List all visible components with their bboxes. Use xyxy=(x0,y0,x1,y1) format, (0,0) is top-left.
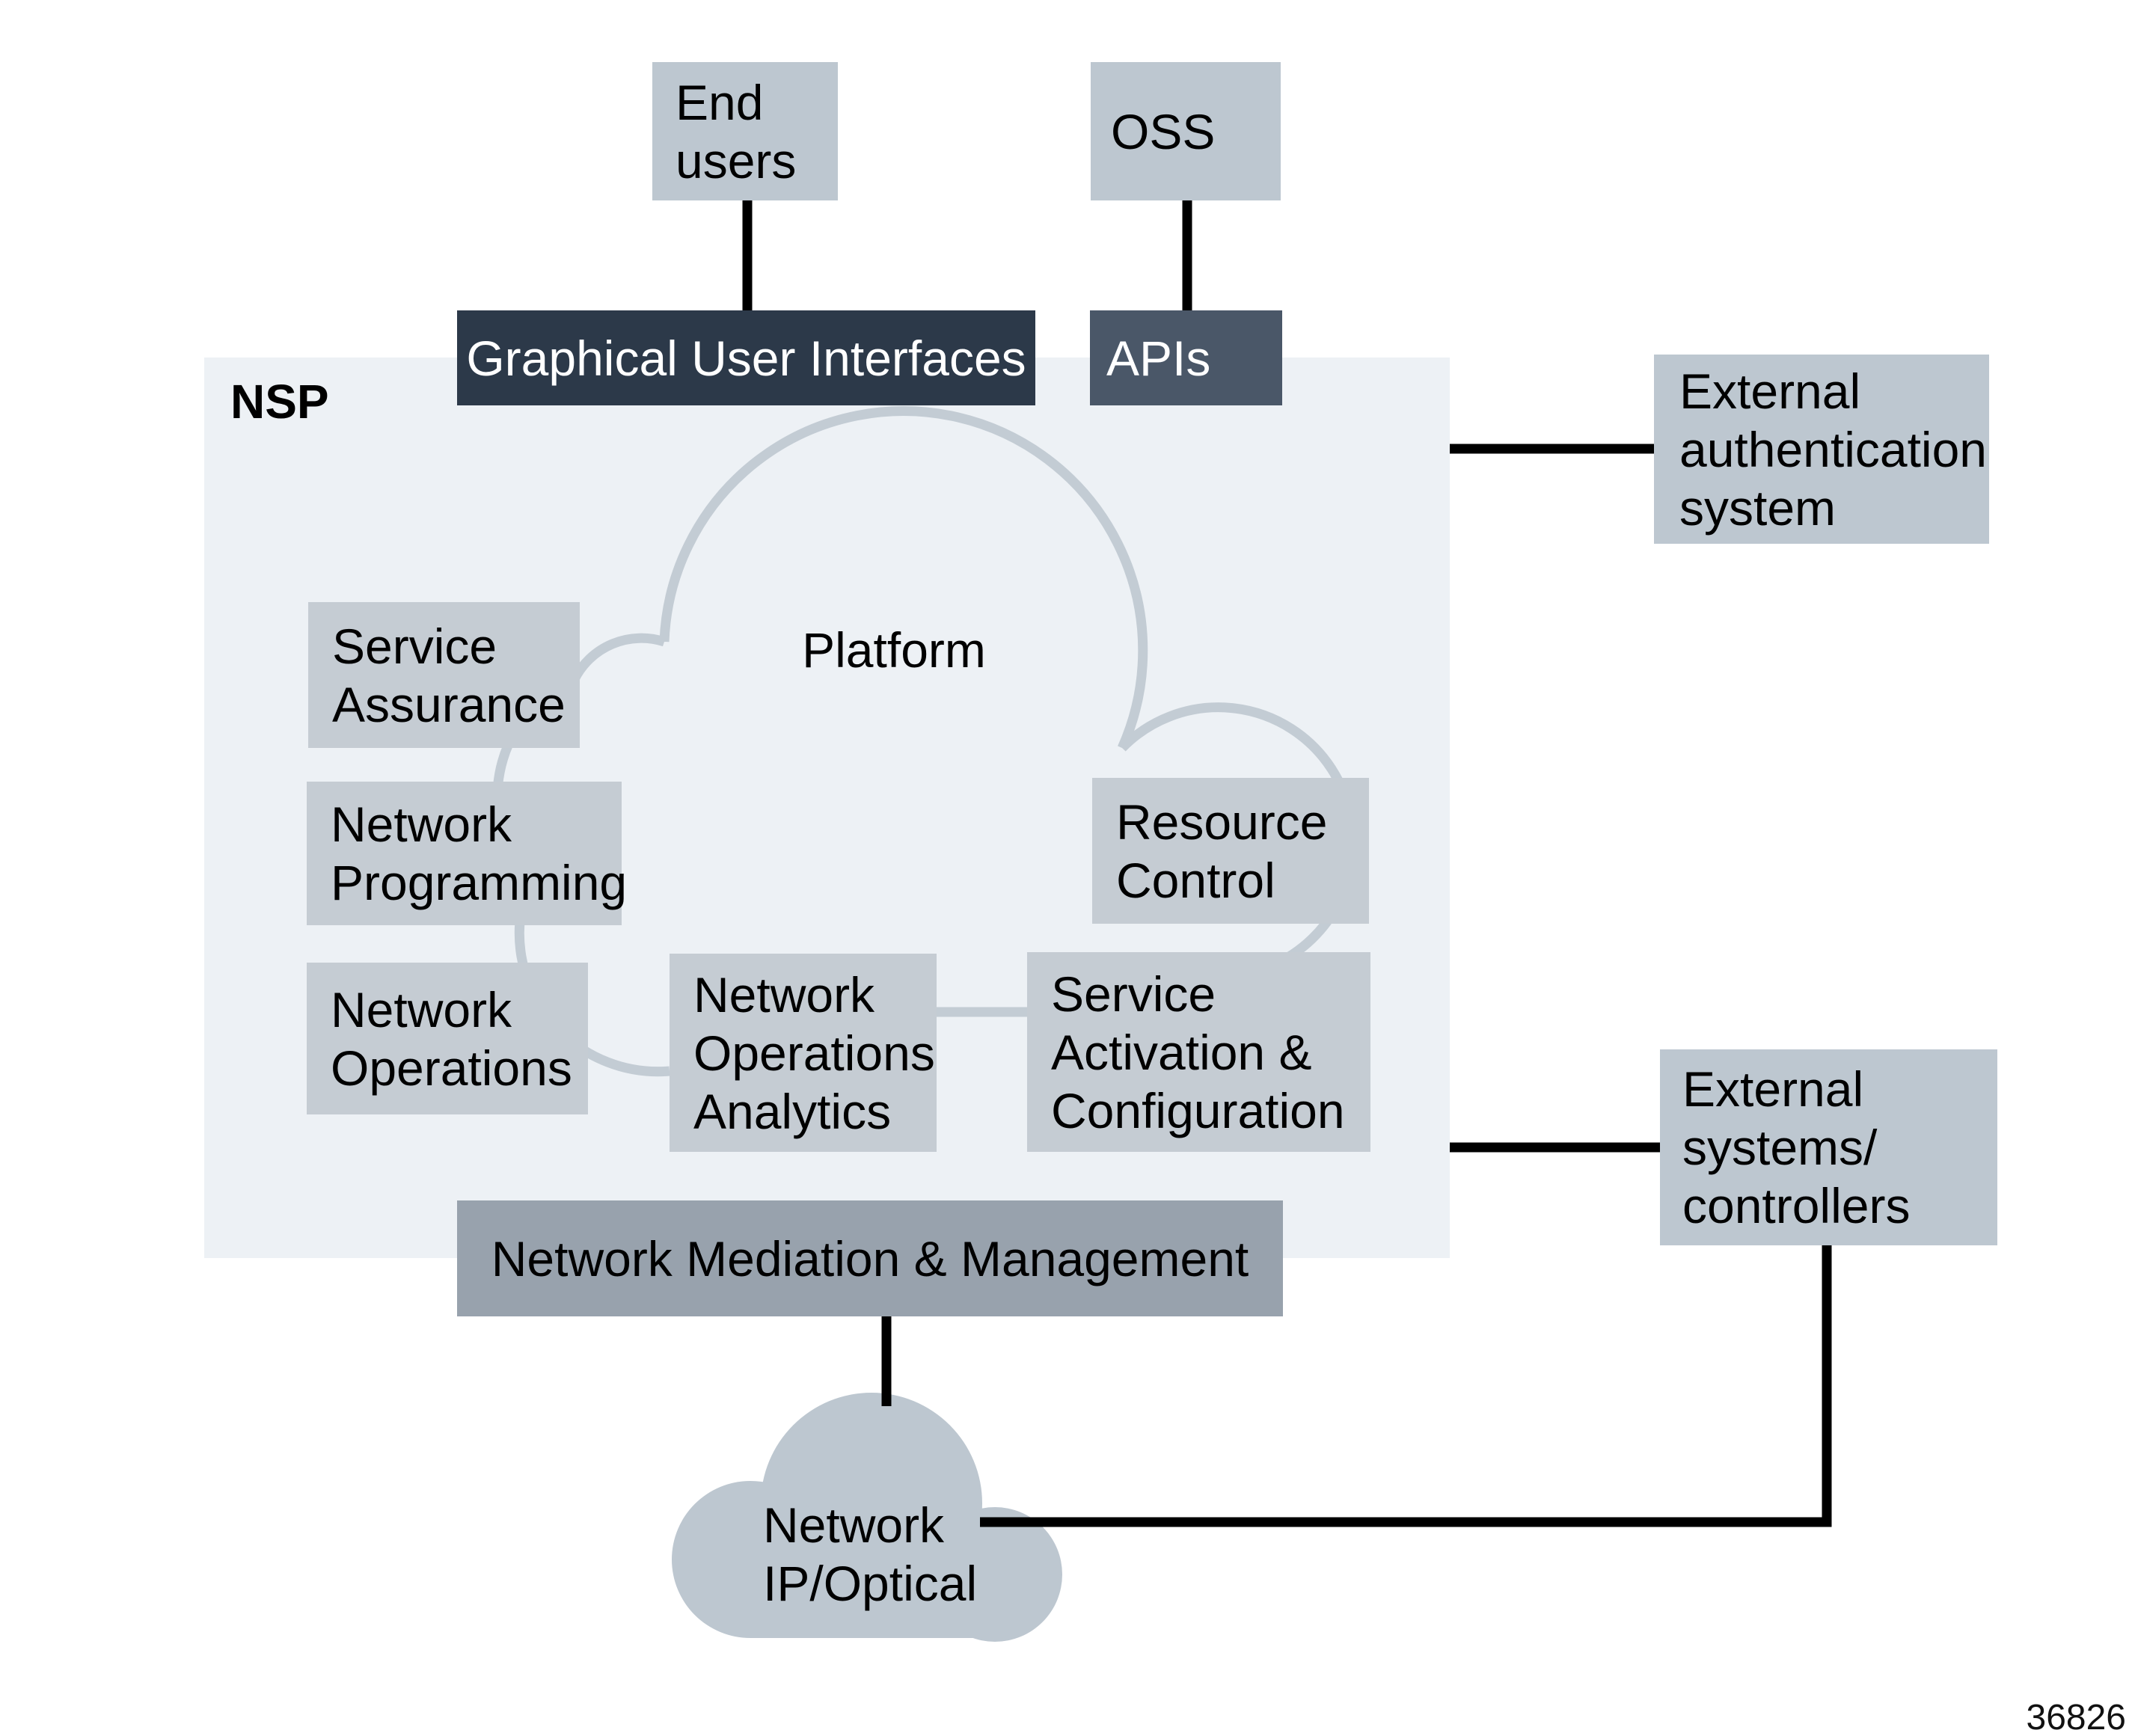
end-users-label: End users xyxy=(676,74,797,188)
network-cloud-base xyxy=(750,1559,995,1638)
node-oss: OSS xyxy=(1091,62,1281,200)
network-ip-optical-label: Network IP/Optical xyxy=(763,1497,978,1611)
gui-label: Graphical User Interfaces xyxy=(466,330,1026,386)
service-activation-configuration-label: Service Activation & Configuration xyxy=(1051,966,1345,1138)
external-authentication-system-label: External authentication system xyxy=(1679,363,1987,536)
node-external-systems-controllers: External systems/ controllers xyxy=(1660,1049,1997,1245)
network-operations-analytics-label: Network Operations Analytics xyxy=(693,966,935,1139)
network-cloud-shape xyxy=(672,1393,1062,1642)
platform-cloud-arc-right-bump xyxy=(1118,702,1358,974)
node-external-authentication-system: External authentication system xyxy=(1654,355,1989,544)
nsp-label: NSP xyxy=(230,375,329,429)
node-service-assurance: Service Assurance xyxy=(308,602,580,748)
apis-label: APIs xyxy=(1106,330,1211,386)
node-resource-control: Resource Control xyxy=(1092,778,1369,924)
figure-number: 36826 xyxy=(2026,1698,2126,1736)
platform-cloud-arc-left-bump xyxy=(570,633,666,682)
oss-label: OSS xyxy=(1111,103,1216,159)
node-graphical-user-interfaces: Graphical User Interfaces xyxy=(457,310,1035,405)
platform-label: Platform xyxy=(802,622,986,678)
node-network-operations: Network Operations xyxy=(307,963,588,1114)
network-operations-label: Network Operations xyxy=(331,981,572,1096)
black-connectors xyxy=(742,200,1832,1527)
network-programming-label: Network Programming xyxy=(331,797,628,910)
node-service-activation-configuration: Service Activation & Configuration xyxy=(1027,952,1370,1152)
external-systems-controllers-label: External systems/ controllers xyxy=(1682,1061,1911,1233)
network-mediation-management-label: Network Mediation & Management xyxy=(491,1230,1249,1286)
platform-cloud-arc-top xyxy=(659,406,1148,750)
node-apis: APIs xyxy=(1090,310,1282,405)
line-network-cloud-external-systems xyxy=(980,1245,1832,1527)
resource-control-label: Resource Control xyxy=(1116,794,1328,908)
node-network-programming: Network Programming xyxy=(307,782,627,925)
node-network-mediation-management: Network Mediation & Management xyxy=(457,1200,1283,1316)
node-network-operations-analytics: Network Operations Analytics xyxy=(670,954,937,1152)
node-end-users: End users xyxy=(652,62,838,200)
service-assurance-label: Service Assurance xyxy=(332,618,566,732)
